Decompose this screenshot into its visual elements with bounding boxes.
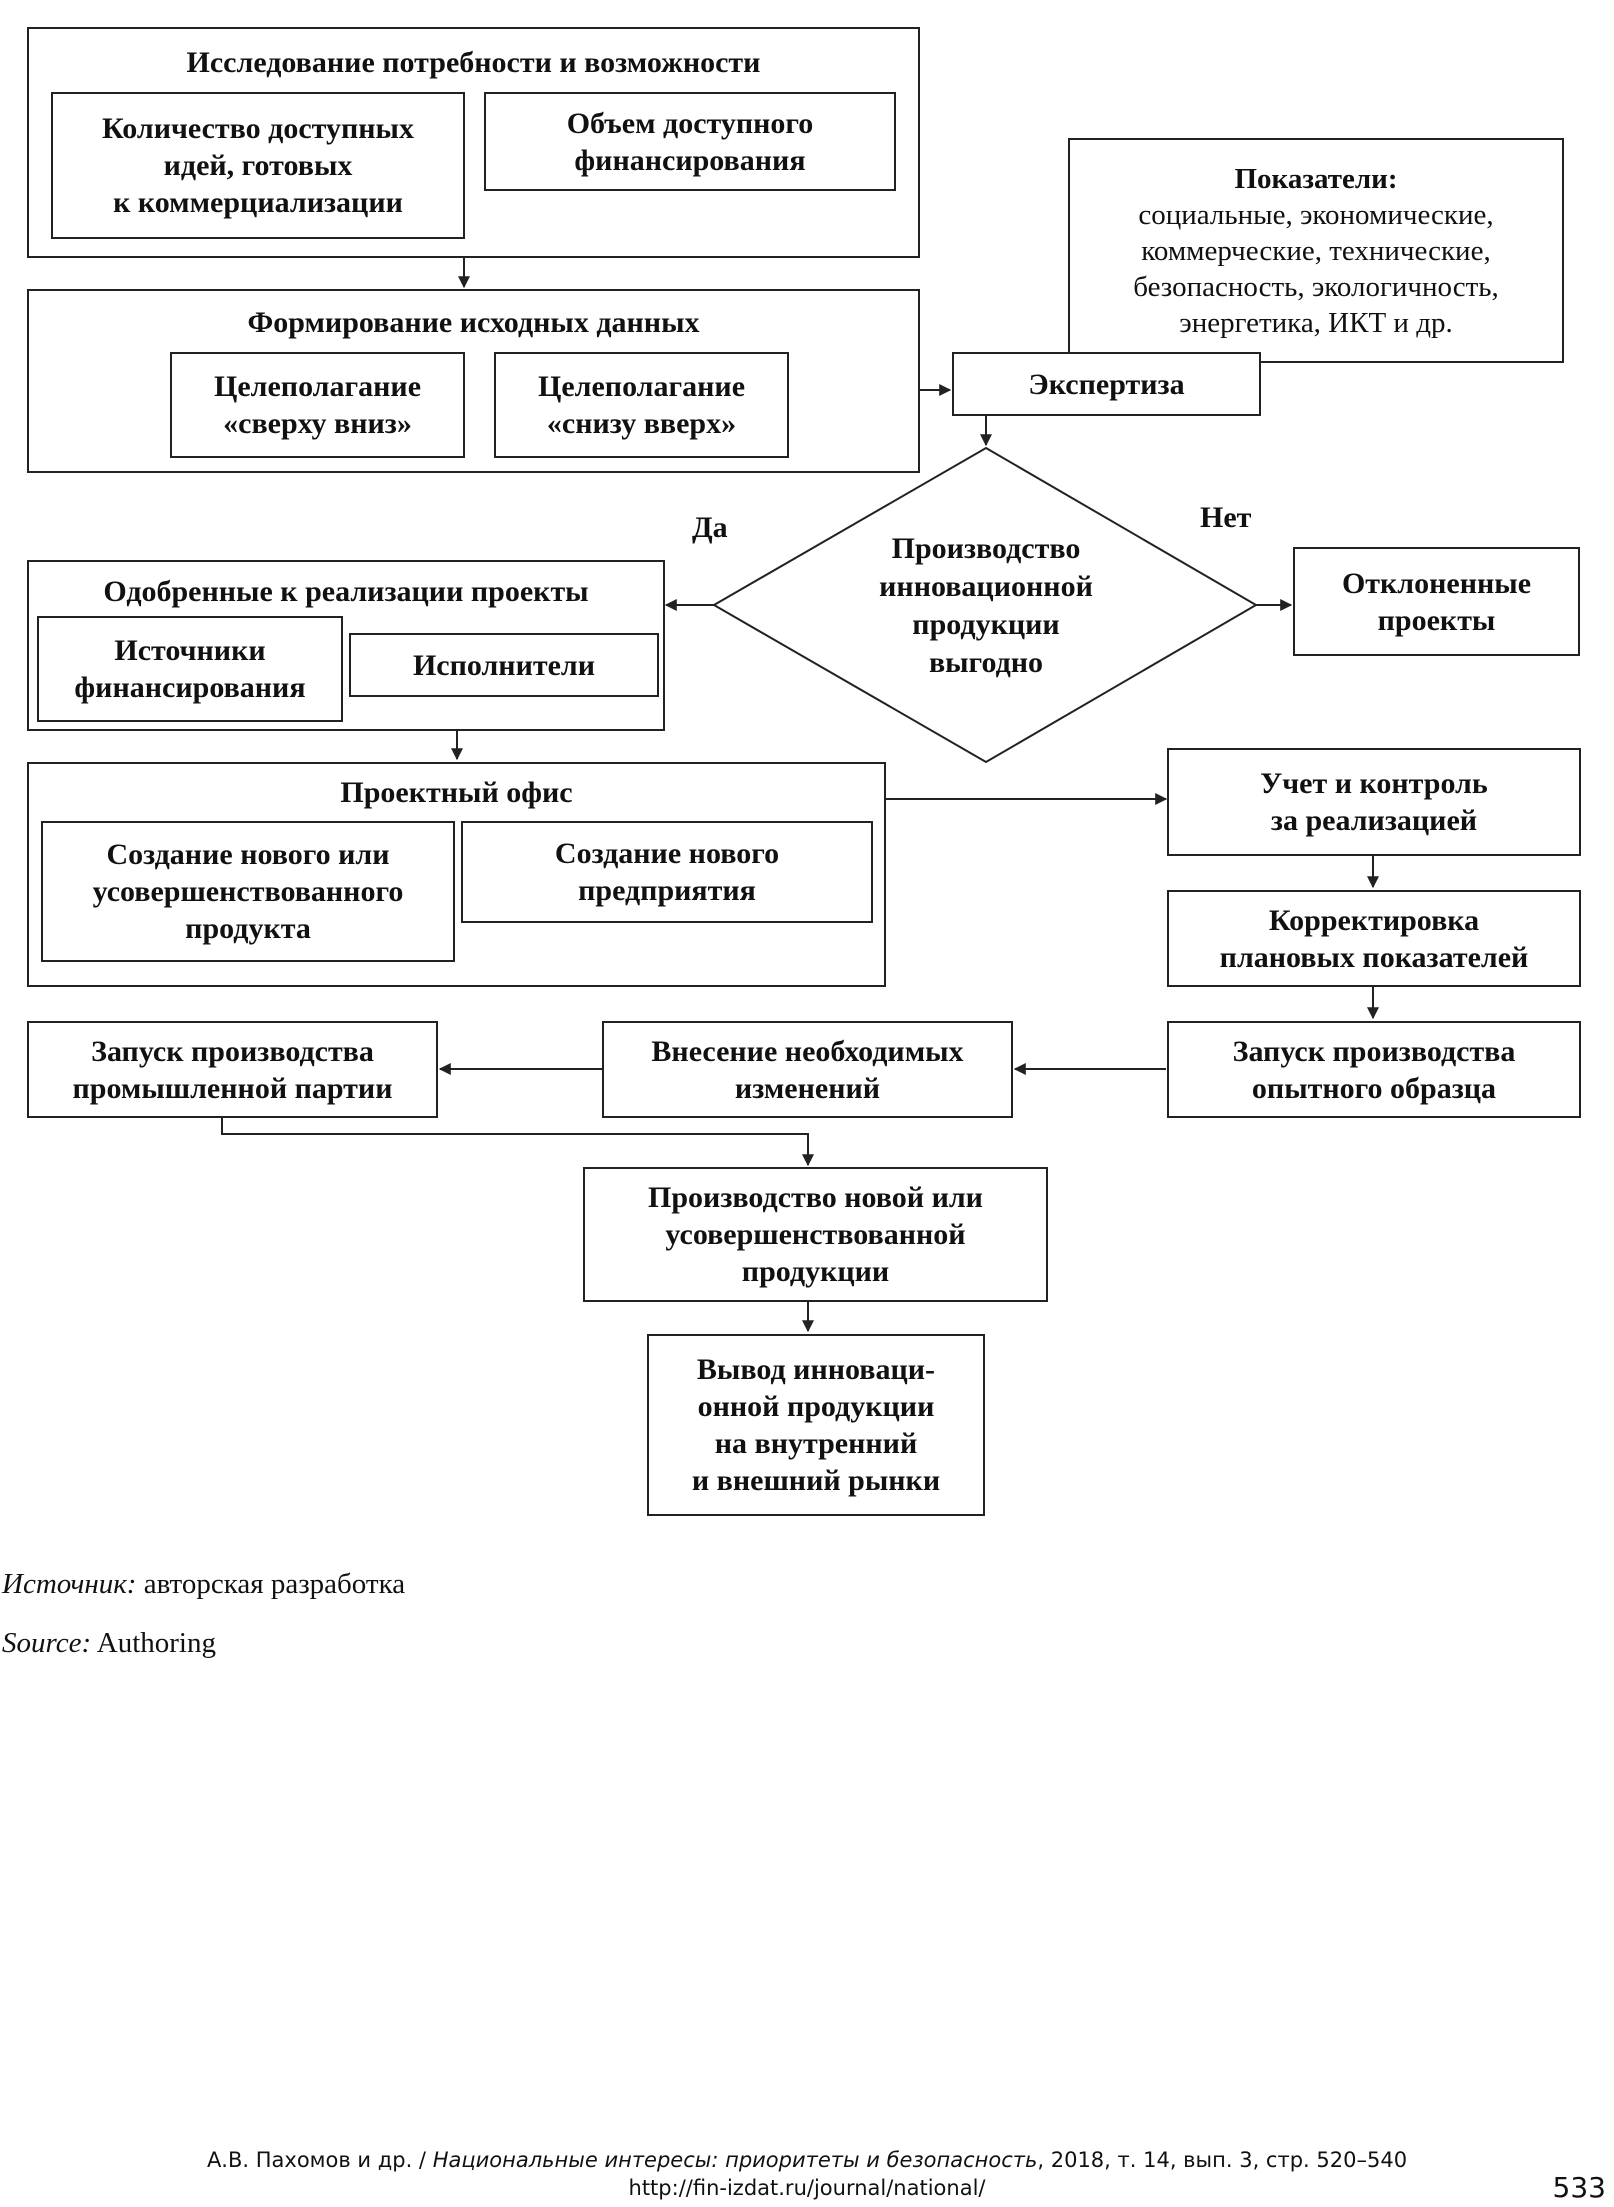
footer-details: , 2018, т. 14, вып. 3, стр. 520–540 bbox=[1037, 2148, 1408, 2172]
changes-box: Внесение необходимых изменений bbox=[602, 1021, 1013, 1118]
available-funding-box: Объем доступного финансирования bbox=[484, 92, 896, 191]
indicators-list: социальные, экономические, коммерческие,… bbox=[1133, 198, 1499, 339]
new-product-box: Создание нового или усовершенствованного… bbox=[41, 821, 455, 962]
footer-citation: А.В. Пахомов и др. / Национальные интере… bbox=[0, 2146, 1614, 2174]
source-ru: Источник: авторская разработка bbox=[2, 1567, 405, 1601]
new-enterprise-box: Создание нового предприятия bbox=[461, 821, 873, 923]
project-office-box: Проектный офис Создание нового или усове… bbox=[27, 762, 886, 987]
funding-sources-box: Источники финансирования bbox=[37, 616, 343, 722]
yes-label: Да bbox=[692, 511, 728, 544]
correction-box: Корректировка плановых показателей bbox=[1167, 890, 1581, 987]
bottom-up-goal-box: Целеполагание «снизу вверх» bbox=[494, 352, 789, 458]
research-box: Исследование потребности и возможности К… bbox=[27, 27, 920, 258]
market-release-box: Вывод инноваци- онной продукции на внутр… bbox=[647, 1334, 985, 1516]
rejected-projects-box: Отклоненные проекты bbox=[1293, 547, 1580, 656]
source-en-text: Authoring bbox=[91, 1627, 216, 1659]
page-number: 533 bbox=[1552, 2171, 1606, 2204]
decision-diamond bbox=[711, 446, 1258, 764]
no-label: Нет bbox=[1200, 501, 1252, 534]
expertise-box: Экспертиза bbox=[952, 352, 1261, 416]
indicators-title: Показатели: bbox=[1234, 162, 1398, 195]
approved-projects-title: Одобренные к реализации проекты bbox=[103, 575, 589, 608]
footer-authors: А.В. Пахомов и др. / bbox=[206, 2148, 433, 2172]
initial-data-title: Формирование исходных данных bbox=[247, 306, 700, 339]
footer-journal: Национальные интересы: приоритеты и безо… bbox=[432, 2148, 1038, 2172]
source-ru-label: Источник: bbox=[2, 1568, 137, 1600]
source-ru-text: авторская разработка bbox=[136, 1568, 406, 1600]
prototype-launch-box: Запуск производства опытного образца bbox=[1167, 1021, 1581, 1118]
top-down-goal-box: Целеполагание «сверху вниз» bbox=[170, 352, 465, 458]
source-en-label: Source: bbox=[2, 1627, 92, 1659]
production-box: Производство новой или усовершенствованн… bbox=[583, 1167, 1048, 1302]
industrial-launch-box: Запуск производства промышленной партии bbox=[27, 1021, 438, 1118]
research-title: Исследование потребности и возможности bbox=[186, 46, 761, 79]
approved-projects-box: Одобренные к реализации проекты Источник… bbox=[27, 560, 665, 731]
arrow-industrial-to-production bbox=[221, 1117, 814, 1167]
project-office-title: Проектный офис bbox=[340, 776, 573, 809]
initial-data-box: Формирование исходных данных Целеполаган… bbox=[27, 289, 920, 473]
control-box: Учет и контроль за реализацией bbox=[1167, 748, 1581, 856]
footer-url[interactable]: http://fin-izdat.ru/journal/national/ bbox=[628, 2176, 986, 2200]
decision-text: Производство инновационной продукции выг… bbox=[879, 532, 1093, 679]
indicators-box: Показатели: социальные, экономические, к… bbox=[1068, 138, 1564, 363]
executors-box: Исполнители bbox=[349, 633, 659, 697]
source-en: Source: Authoring bbox=[2, 1626, 216, 1660]
available-ideas-box: Количество доступных идей, готовых к ком… bbox=[51, 92, 465, 239]
